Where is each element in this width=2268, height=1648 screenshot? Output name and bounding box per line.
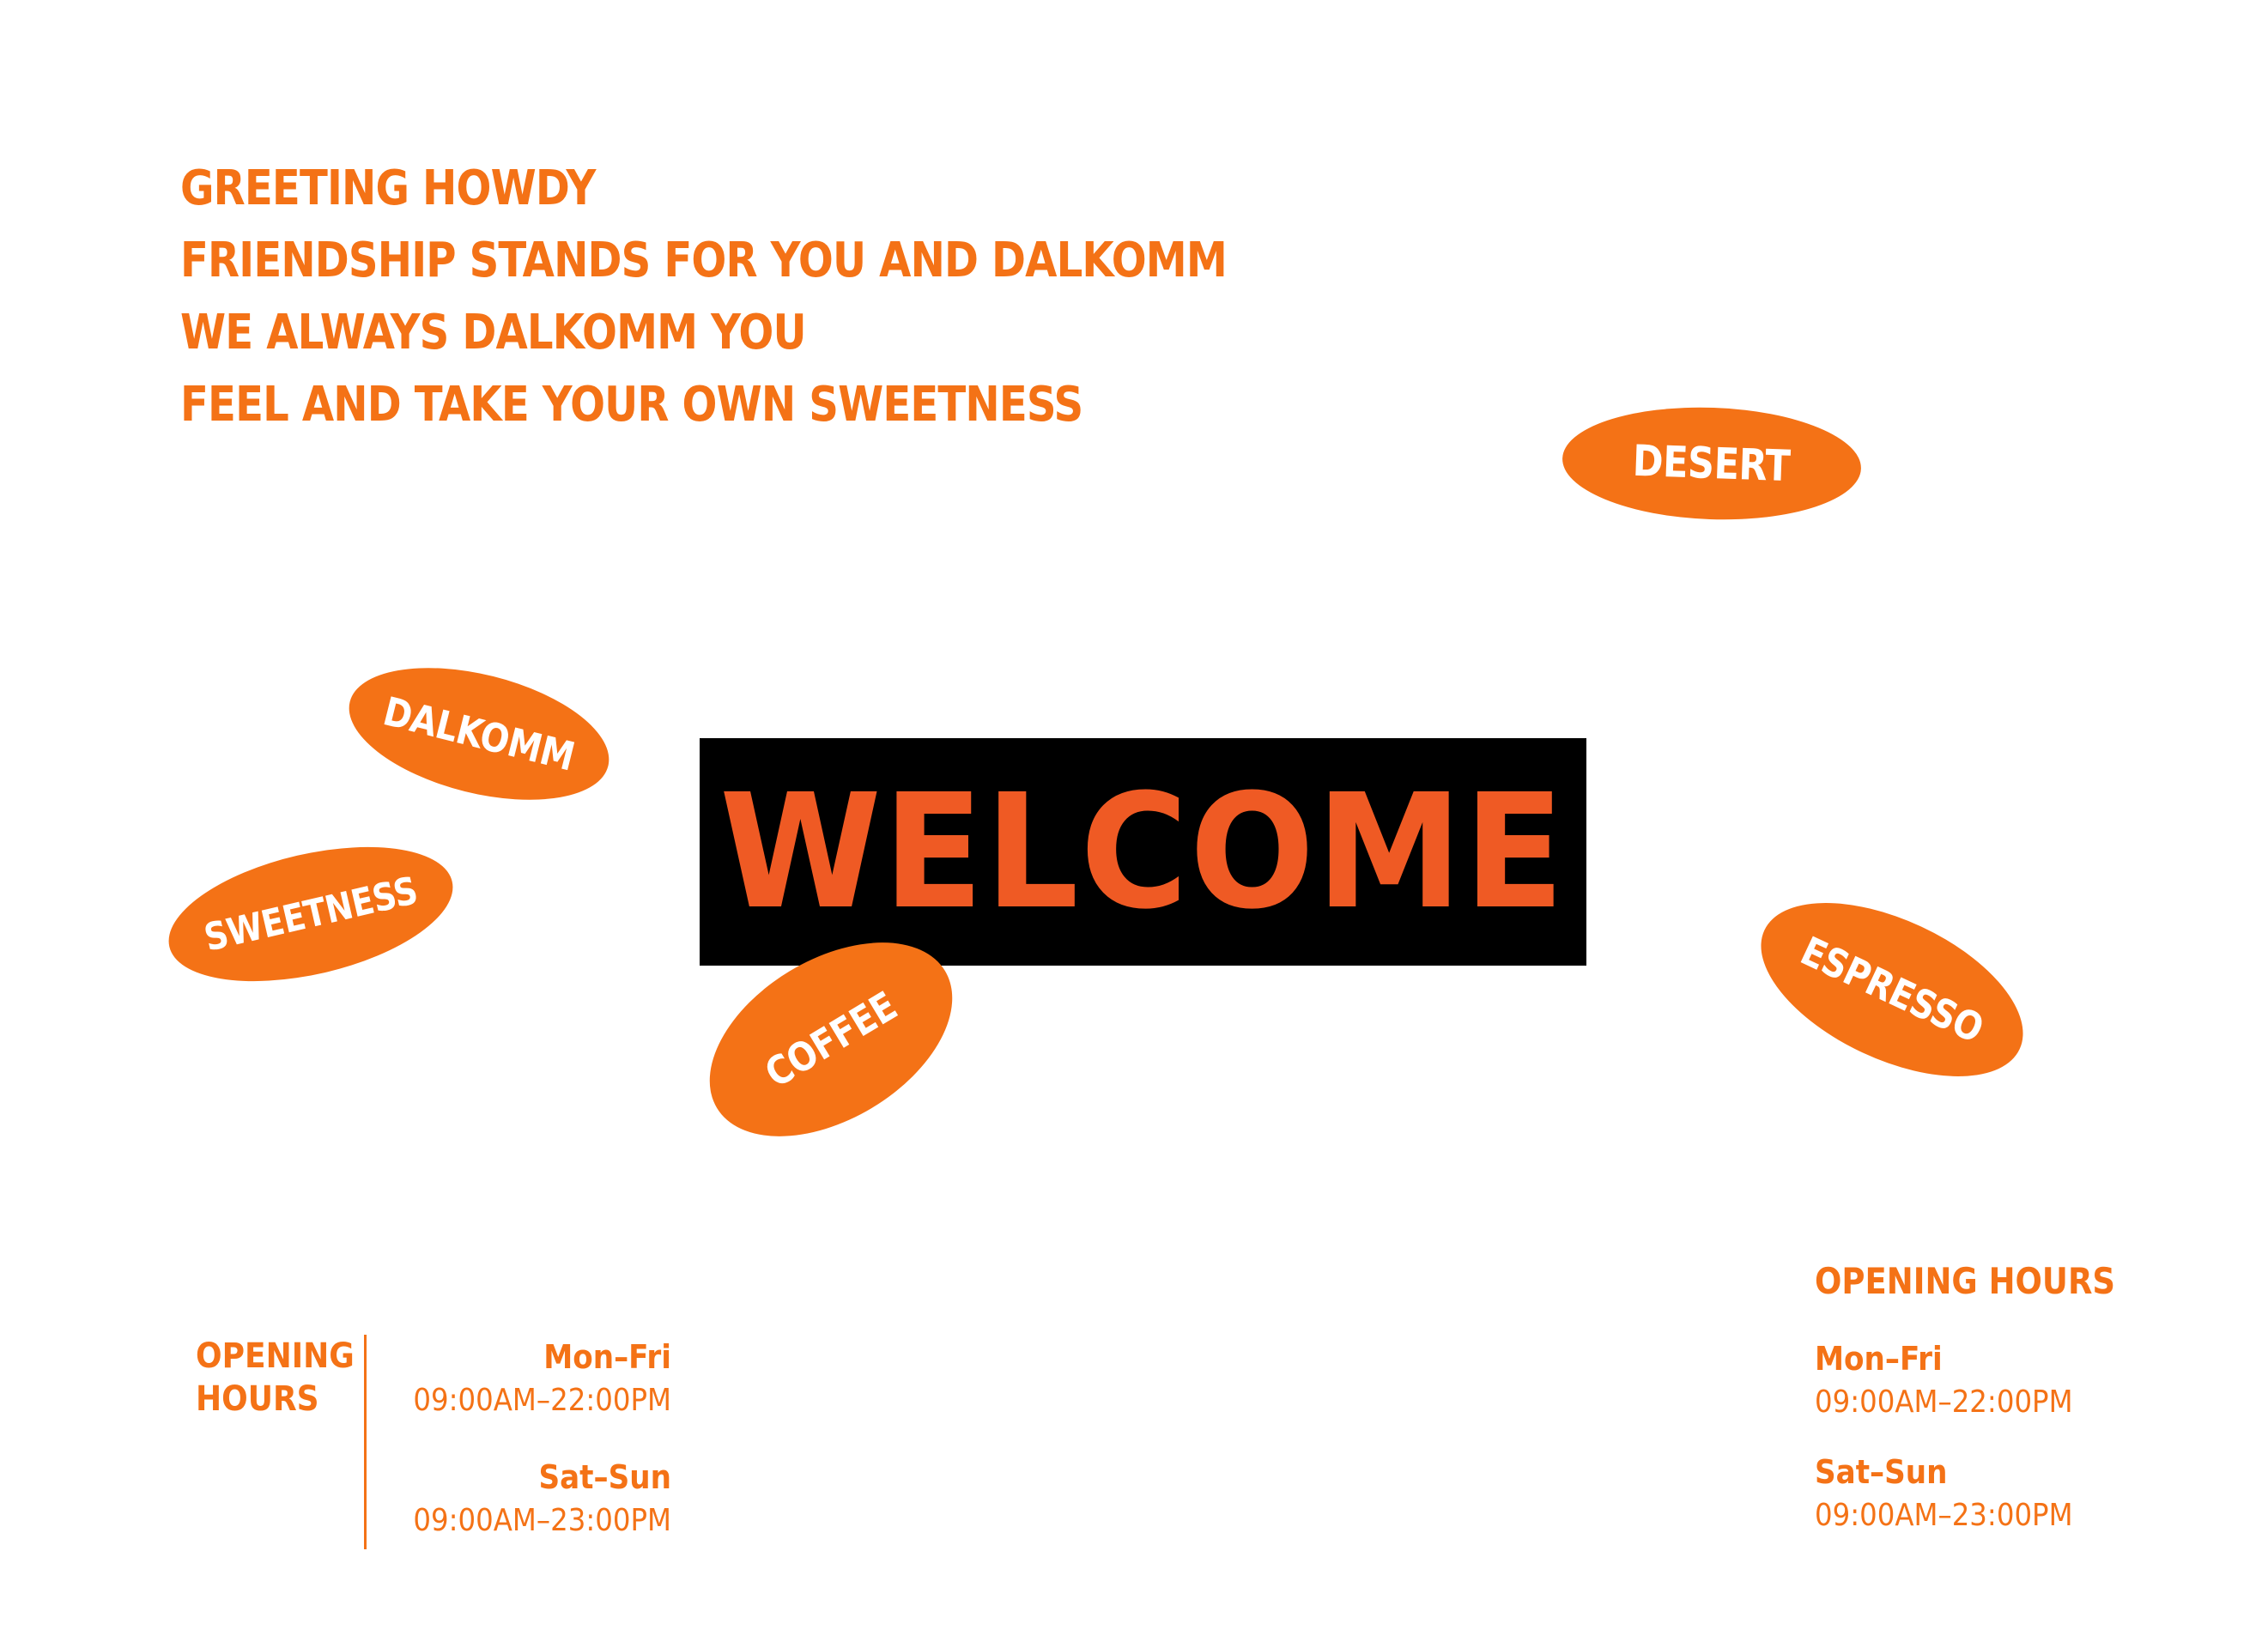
weekday-hours: Mon–Fri 09:00AM–22:00PM — [385, 1335, 671, 1422]
opening-hours-title: OPENING HOURS — [1815, 1260, 2116, 1302]
headline-line: FRIENDSHIP STANDS FOR YOU AND DALKOMM — [180, 233, 1228, 288]
weekend-time: 09:00AM–23:00PM — [413, 1503, 671, 1538]
welcome-title: WELCOME — [719, 760, 1567, 944]
headline-line: FEEL AND TAKE YOUR OWN SWEETNESS — [180, 377, 1083, 433]
tag-dalkomm-label: DALKOMM — [379, 688, 579, 780]
hours-divider — [364, 1335, 367, 1549]
weekday-label: Mon–Fri — [1815, 1340, 1943, 1378]
opening-hours-left: OPENING HOURS Mon–Fri 09:00AM–22:00PM Sa… — [196, 1335, 676, 1549]
tag-sweetness: SWEETNESS — [155, 822, 466, 1006]
weekday-time: 09:00AM–22:00PM — [1815, 1384, 2073, 1420]
tag-sweetness-label: SWEETNESS — [200, 868, 421, 960]
tag-coffee-label: COFFEE — [757, 982, 905, 1097]
opening-hours-right: OPENING HOURS Mon–Fri 09:00AM–22:00PM Sa… — [1815, 1257, 2141, 1537]
weekend-time: 09:00AM–23:00PM — [1815, 1498, 2073, 1533]
opening-hours-title-line: HOURS — [196, 1379, 319, 1419]
tag-desert-label: DESERT — [1632, 435, 1792, 492]
welcome-banner: WELCOME — [700, 738, 1586, 966]
weekday-label: Mon–Fri — [543, 1338, 671, 1376]
weekend-hours: Sat–Sun 09:00AM–23:00PM — [385, 1455, 671, 1542]
tag-desert: DESERT — [1560, 402, 1864, 525]
headline-copy: GREETING HOWDY FRIENDSHIP STANDS FOR YOU… — [180, 153, 1397, 441]
tag-espresso-label: ESPRESSO — [1793, 927, 1991, 1052]
tag-dalkomm: DALKOMM — [335, 644, 623, 824]
weekend-label: Sat–Sun — [1815, 1453, 1948, 1491]
tag-espresso: ESPRESSO — [1735, 867, 2049, 1112]
opening-hours-title-line: OPENING — [196, 1336, 355, 1376]
weekday-time: 09:00AM–22:00PM — [413, 1383, 671, 1418]
weekend-label: Sat–Sun — [538, 1458, 671, 1496]
weekday-hours: Mon–Fri 09:00AM–22:00PM — [1815, 1336, 2141, 1424]
weekend-hours: Sat–Sun 09:00AM–23:00PM — [1815, 1450, 2141, 1537]
headline-line: WE ALWAYS DALKOMM YOU — [180, 305, 807, 360]
opening-hours-title: OPENING HOURS — [196, 1335, 355, 1421]
headline-line: GREETING HOWDY — [180, 161, 596, 216]
